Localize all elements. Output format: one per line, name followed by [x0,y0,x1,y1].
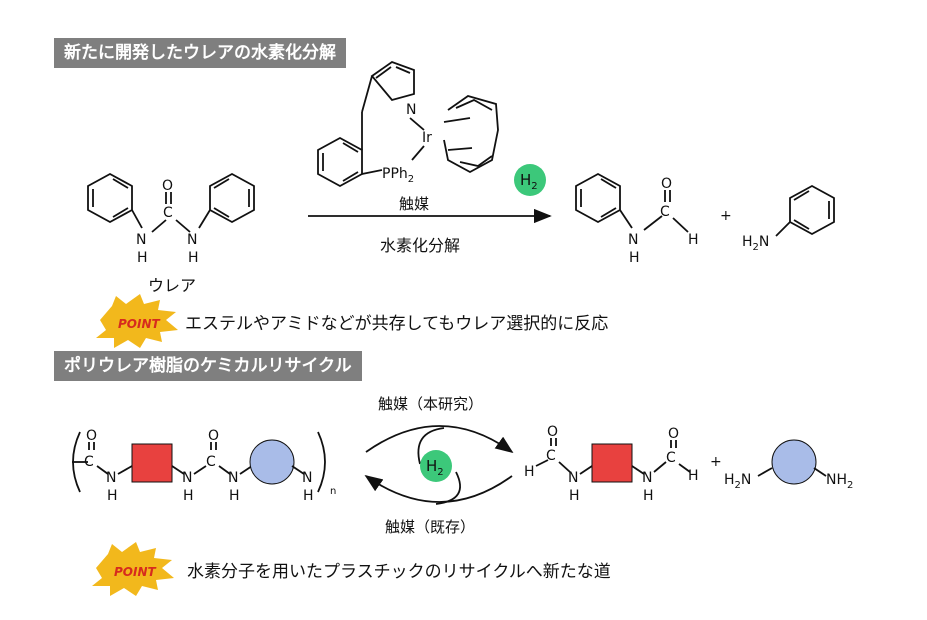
point-badge-2: POINT [92,542,174,596]
svg-text:N: N [182,470,192,486]
svg-text:O: O [208,428,219,444]
aniline-molecule: H2N [742,184,835,253]
plus-sign-2: + [710,454,722,470]
catalyst-existing-label: 触媒（既存） [385,518,476,536]
svg-text:O: O [547,424,558,440]
svg-text:H: H [183,488,194,504]
point-text-1: エステルやアミドなどが共存してもウレア選択的に反応 [185,314,609,334]
svg-text:N: N [568,470,578,486]
reaction-label: 水素化分解 [380,236,461,255]
section1-banner: 新たに開発したウレアの水素化分解 [54,38,346,68]
urea-label: ウレア [148,276,197,295]
svg-text:H: H [137,250,148,266]
h2-badge: H2 [514,164,546,196]
svg-text:O: O [86,428,97,444]
recycle-arrows: H2 [364,425,514,505]
plus-sign-1: + [720,208,732,224]
svg-text:H: H [303,488,314,504]
svg-text:O: O [661,176,672,192]
svg-text:H: H [629,250,640,266]
svg-text:H: H [688,232,699,248]
svg-text:POINT: POINT [118,317,161,331]
svg-text:PPh2: PPh2 [382,166,414,185]
svg-text:N: N [302,470,312,486]
svg-text:Ir: Ir [422,130,432,146]
svg-text:C: C [666,450,676,466]
svg-text:N: N [187,232,197,248]
catalyst-this-work-label: 触媒（本研究） [378,395,484,413]
svg-text:H: H [188,250,199,266]
svg-text:n: n [330,486,336,497]
svg-text:O: O [162,178,173,194]
svg-text:N: N [136,232,146,248]
svg-text:H: H [569,488,580,504]
svg-text:H2N: H2N [742,234,769,253]
svg-text:N: N [642,470,652,486]
svg-text:C: C [163,205,173,221]
svg-text:C: C [546,448,556,464]
svg-text:H: H [524,464,535,480]
svg-text:C: C [660,204,670,220]
svg-text:H: H [643,488,654,504]
svg-text:H2N: H2N [724,472,751,491]
polyurea-polymer: C O N H N H C O N H N H n [72,428,336,504]
svg-text:H: H [107,488,118,504]
recycled-products: H C O N H N H C O H [524,424,699,504]
iridium-catalyst: N Ir PPh2 [317,60,499,188]
svg-text:N: N [628,232,638,248]
svg-text:N: N [228,470,238,486]
catalyst-label: 触媒 [399,195,430,213]
svg-text:N: N [406,102,416,118]
diamine-product: H2N NH2 [724,439,853,491]
svg-text:H: H [688,468,699,484]
section2-banner: ポリウレア樹脂のケミカルリサイクル [54,351,362,381]
svg-text:C: C [84,454,94,470]
point-text-2: 水素分子を用いたプラスチックのリサイクルへ新たな道 [187,562,611,582]
svg-text:NH2: NH2 [826,472,853,491]
urea-molecule: N H C O N H [87,172,255,266]
formanilide-molecule: N H C O H [575,172,699,266]
point-badge-1: POINT [96,294,178,348]
svg-text:H: H [229,488,240,504]
svg-text:C: C [206,454,216,470]
svg-text:N: N [106,470,116,486]
svg-text:POINT: POINT [114,565,157,579]
svg-text:O: O [668,426,679,442]
